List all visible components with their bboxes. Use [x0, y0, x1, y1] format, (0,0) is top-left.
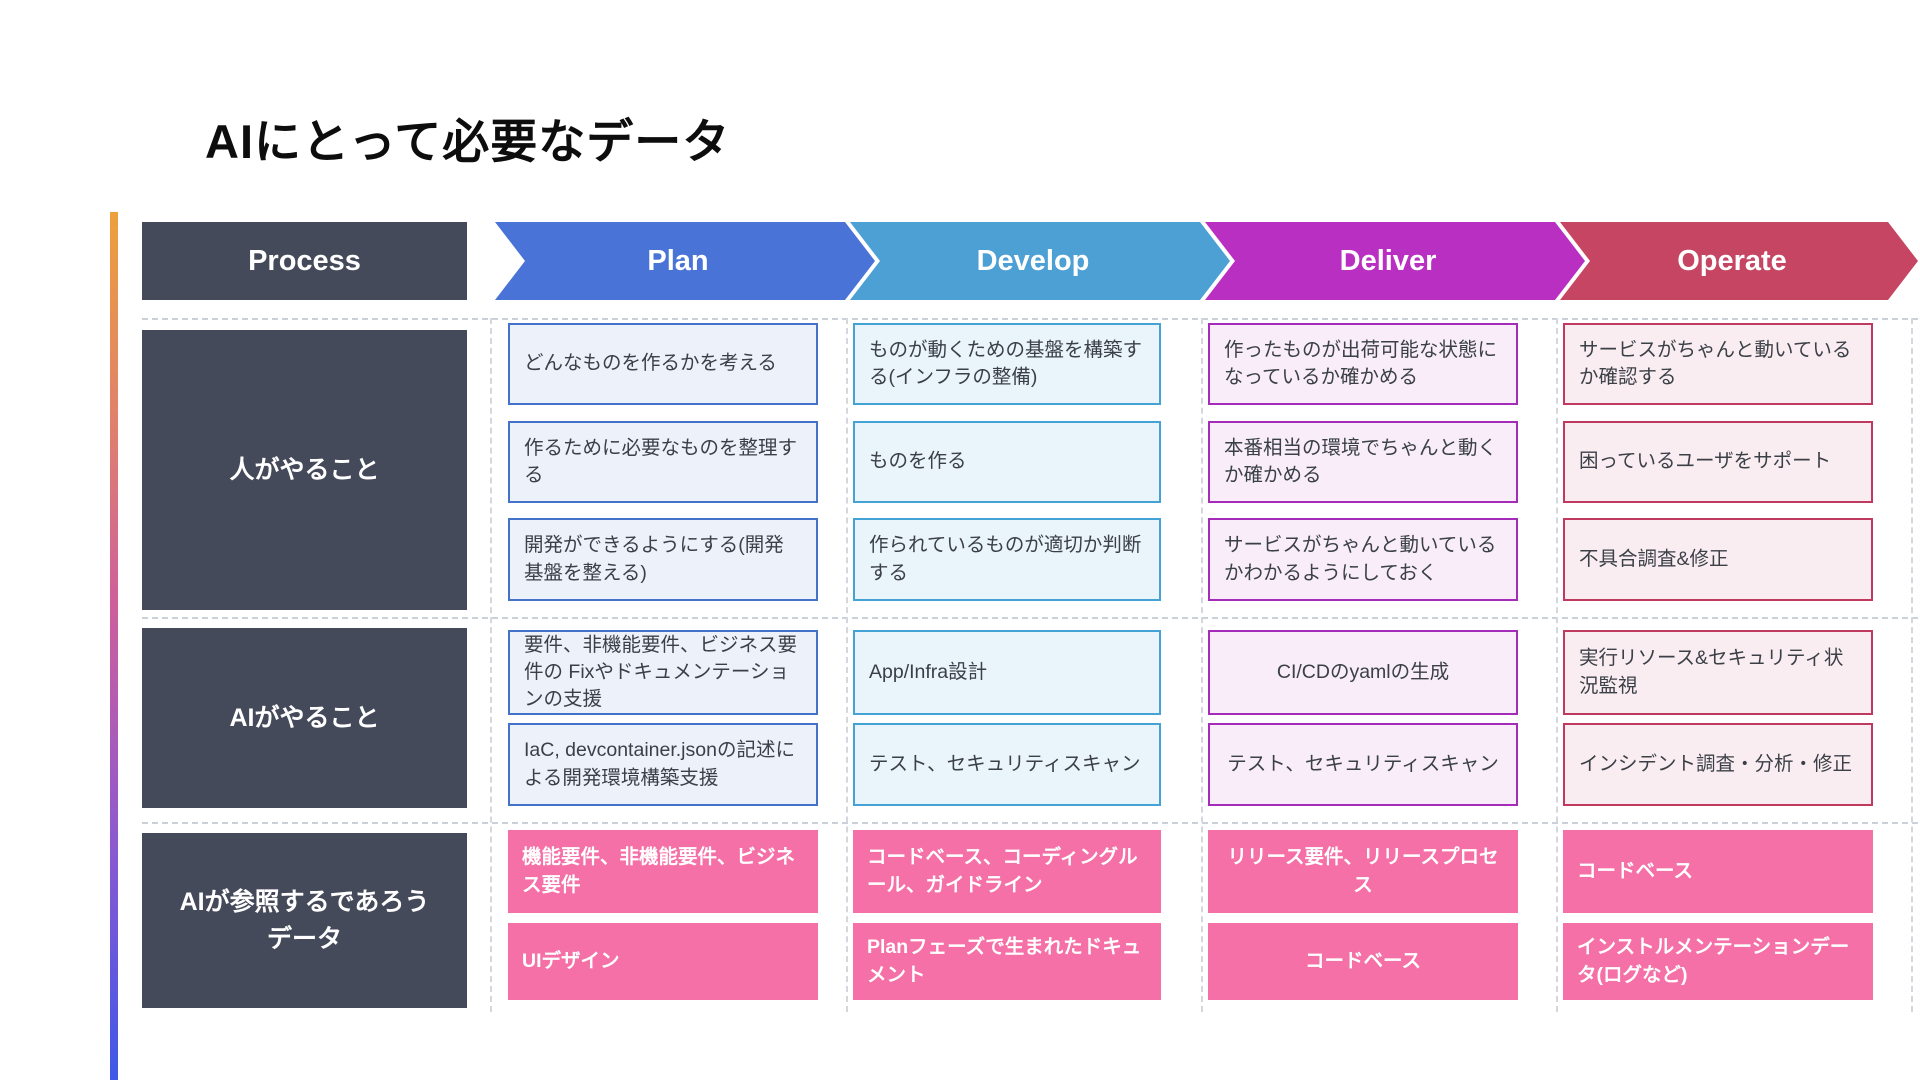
operate-human-box-1: サービスがちゃんと動いているか確認する — [1563, 323, 1873, 405]
column-divider — [1911, 318, 1913, 1012]
header-chevron-develop: Develop — [850, 222, 1230, 300]
header-label-develop: Develop — [976, 244, 1090, 277]
row-label-ai-data: AIが参照するであろうデータ — [142, 833, 467, 1008]
plan-ai-box-2: IaC, devcontainer.jsonの記述による開発環境構築支援 — [508, 723, 818, 806]
process-table: Process Plan Develop Deliver Operate 人がや… — [142, 222, 1918, 1022]
operate-data-box-2: インストルメンテーションデータ(ログなど) — [1563, 923, 1873, 1000]
row-label-human: 人がやること — [142, 330, 467, 610]
deliver-data-box-2: コードベース — [1208, 923, 1518, 1000]
plan-human-box-2: 作るために必要なものを整理する — [508, 421, 818, 503]
develop-ai-box-1: App/Infra設計 — [853, 630, 1161, 715]
plan-human-box-3: 開発ができるようにする(開発基盤を整える) — [508, 518, 818, 601]
column-divider — [846, 318, 848, 1012]
operate-ai-box-1: 実行リソース&セキュリティ状況監視 — [1563, 630, 1873, 715]
develop-data-box-1: コードベース、コーディングルール、ガイドライン — [853, 830, 1161, 913]
header-label-deliver: Deliver — [1339, 244, 1437, 277]
column-divider — [490, 318, 492, 1012]
plan-data-box-1: 機能要件、非機能要件、ビジネス要件 — [508, 830, 818, 913]
plan-data-box-2: UIデザイン — [508, 923, 818, 1000]
row-divider — [142, 617, 1918, 619]
deliver-ai-box-2: テスト、セキュリティスキャン — [1208, 723, 1518, 806]
header-label-plan: Plan — [647, 244, 709, 277]
deliver-ai-box-1: CI/CDのyamlの生成 — [1208, 630, 1518, 715]
header-chevron-plan: Plan — [495, 222, 875, 300]
develop-data-box-2: Planフェーズで生まれたドキュメント — [853, 923, 1161, 1000]
develop-human-box-3: 作られているものが適切か判断する — [853, 518, 1161, 601]
deliver-human-box-3: サービスがちゃんと動いているかわかるようにしておく — [1208, 518, 1518, 601]
header-chevron-operate: Operate — [1560, 222, 1918, 300]
column-divider — [1201, 318, 1203, 1012]
develop-human-box-2: ものを作る — [853, 421, 1161, 503]
operate-ai-box-2: インシデント調査・分析・修正 — [1563, 723, 1873, 806]
slide-title: AIにとって必要なデータ — [205, 115, 731, 169]
header-chevron-deliver: Deliver — [1205, 222, 1585, 300]
header-label-operate: Operate — [1677, 244, 1787, 277]
row-label-ai: AIがやること — [142, 628, 467, 808]
column-divider — [1556, 318, 1558, 1012]
row-divider — [142, 822, 1918, 824]
plan-human-box-1: どんなものを作るかを考える — [508, 323, 818, 405]
plan-ai-box-1: 要件、非機能要件、ビジネス要件の Fixやドキュメンテーションの支援 — [508, 630, 818, 715]
deliver-human-box-1: 作ったものが出荷可能な状態になっているか確かめる — [1208, 323, 1518, 405]
develop-ai-box-2: テスト、セキュリティスキャン — [853, 723, 1161, 806]
develop-human-box-1: ものが動くための基盤を構築する(インフラの整備) — [853, 323, 1161, 405]
deliver-human-box-2: 本番相当の環境でちゃんと動くか確かめる — [1208, 421, 1518, 503]
operate-human-box-3: 不具合調査&修正 — [1563, 518, 1873, 601]
header-process: Process — [142, 222, 467, 300]
deliver-data-box-1: リリース要件、リリースプロセス — [1208, 830, 1518, 913]
operate-human-box-2: 困っているユーザをサポート — [1563, 421, 1873, 503]
row-divider — [142, 318, 1918, 320]
left-accent-bar — [110, 212, 118, 1080]
operate-data-box-1: コードベース — [1563, 830, 1873, 913]
